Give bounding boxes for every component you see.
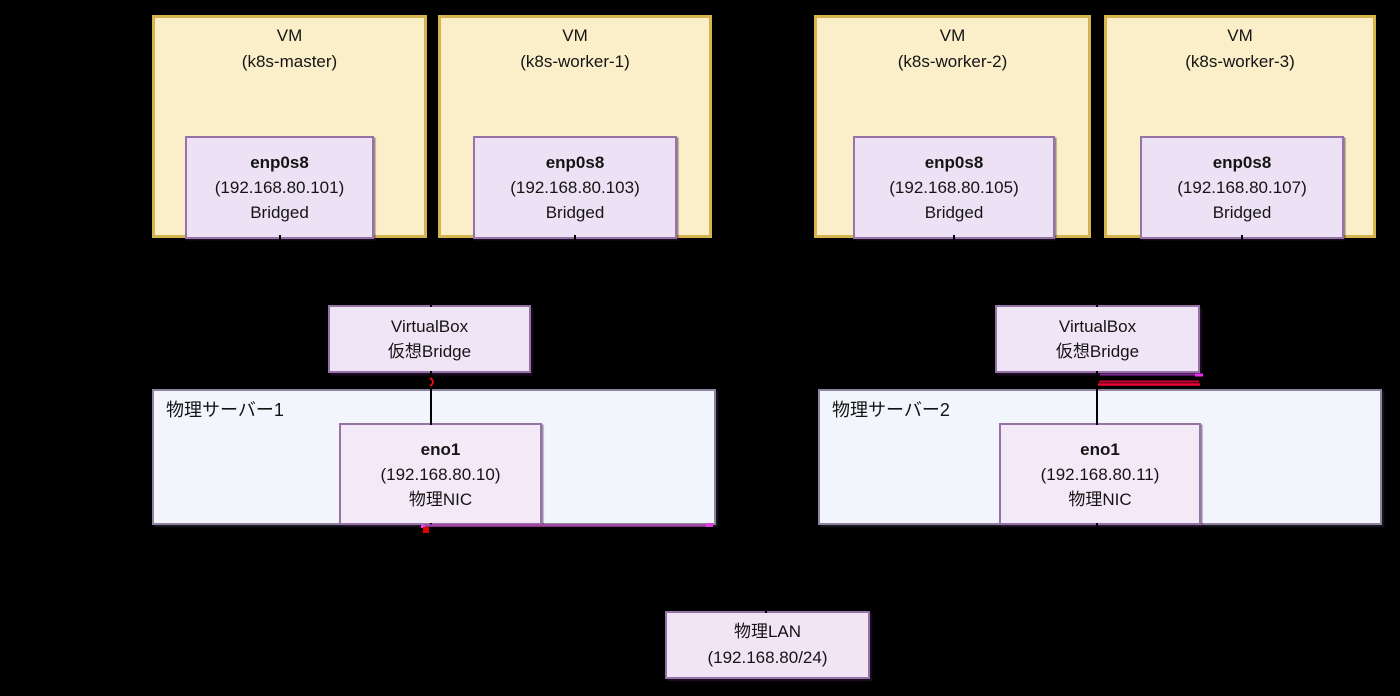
nic-box-eno1-server-1: eno1 (192.168.80.10) 物理NIC xyxy=(339,423,542,525)
bridge-line2: 仮想Bridge xyxy=(1055,342,1140,361)
vm-name: (k8s-worker-1) xyxy=(520,52,630,71)
red-tick-below-bridge1 xyxy=(429,377,434,387)
bridge-line1: VirtualBox xyxy=(1058,317,1137,336)
vm-box-k8s-worker-3: VM (k8s-worker-3) enp0s8 (192.168.80.107… xyxy=(1104,15,1376,239)
physical-lan-box: 物理LAN (192.168.80/24) xyxy=(665,611,870,679)
vm-name: (k8s-master) xyxy=(241,52,338,71)
virtualbox-bridge-box-2: VirtualBox 仮想Bridge xyxy=(995,305,1200,373)
nic-name: enp0s8 xyxy=(924,153,984,172)
nic-box-enp0s8-worker-1: enp0s8 (192.168.80.103) Bridged xyxy=(473,136,677,239)
magenta-pixel-eno1 xyxy=(421,525,425,528)
nic-name: enp0s8 xyxy=(250,153,309,172)
nic-mode: Bridged xyxy=(250,203,309,222)
nic-name: eno1 xyxy=(420,439,461,459)
server-label: 物理サーバー2 xyxy=(832,400,950,420)
vm-box-k8s-worker-1: VM (k8s-worker-1) enp0s8 (192.168.80.103… xyxy=(438,15,712,239)
connector-vm2-bridge1 xyxy=(430,235,576,307)
nic-name: enp0s8 xyxy=(545,153,605,172)
vm-name: (k8s-worker-3) xyxy=(1185,52,1295,71)
nic-box-enp0s8-worker-3: enp0s8 (192.168.80.107) Bridged xyxy=(1140,136,1344,239)
nic-ip: (192.168.80.107) xyxy=(1177,178,1307,197)
server-label: 物理サーバー1 xyxy=(166,400,284,420)
nic-name: eno1 xyxy=(1080,439,1120,459)
connector-vm3-bridge2 xyxy=(953,235,1098,307)
nic-box-enp0s8-master: enp0s8 (192.168.80.101) Bridged xyxy=(185,136,374,239)
bridge-line1: VirtualBox xyxy=(390,317,469,336)
vm-label: VM xyxy=(276,26,303,45)
nic-ip: (192.168.80.11) xyxy=(1040,464,1160,484)
vm-box-k8s-master: VM (k8s-master) enp0s8 (192.168.80.101) … xyxy=(152,15,427,239)
vm-label: VM xyxy=(562,26,588,45)
nic-type: 物理NIC xyxy=(1068,489,1132,509)
connector-eno1-lan xyxy=(430,523,767,613)
nic-mode: Bridged xyxy=(545,203,605,222)
nic-type: 物理NIC xyxy=(408,489,473,509)
nic-ip: (192.168.80.101) xyxy=(214,178,345,197)
vm-name: (k8s-worker-2) xyxy=(897,52,1008,71)
red-dot-below-eno1 xyxy=(423,527,429,533)
nic-ip: (192.168.80.103) xyxy=(510,178,640,197)
vm-label: VM xyxy=(1227,26,1253,45)
nic-mode: Bridged xyxy=(924,203,984,222)
lan-name: 物理LAN xyxy=(733,622,802,641)
nic-mode: Bridged xyxy=(1212,203,1272,222)
nic-name: enp0s8 xyxy=(1212,153,1272,172)
virtualbox-bridge-box-1: VirtualBox 仮想Bridge xyxy=(328,305,531,373)
vm-box-k8s-worker-2: VM (k8s-worker-2) enp0s8 (192.168.80.105… xyxy=(814,15,1091,239)
connector-vm1-bridge1 xyxy=(279,235,432,307)
physical-server-box-2: 物理サーバー2 eno1 (192.168.80.11) 物理NIC xyxy=(818,389,1382,525)
vm-label: VM xyxy=(939,26,966,45)
connector-eno2-lan xyxy=(765,523,1098,613)
bridge-line2: 仮想Bridge xyxy=(387,342,472,361)
nic-box-enp0s8-worker-2: enp0s8 (192.168.80.105) Bridged xyxy=(853,136,1055,239)
nic-ip: (192.168.80.105) xyxy=(889,178,1019,197)
connector-vm4-bridge2 xyxy=(1096,235,1243,307)
physical-server-box-1: 物理サーバー1 eno1 (192.168.80.10) 物理NIC xyxy=(152,389,716,525)
lan-cidr: (192.168.80/24) xyxy=(707,648,828,667)
nic-ip: (192.168.80.10) xyxy=(380,464,501,484)
nic-box-eno1-server-2: eno1 (192.168.80.11) 物理NIC xyxy=(999,423,1201,525)
